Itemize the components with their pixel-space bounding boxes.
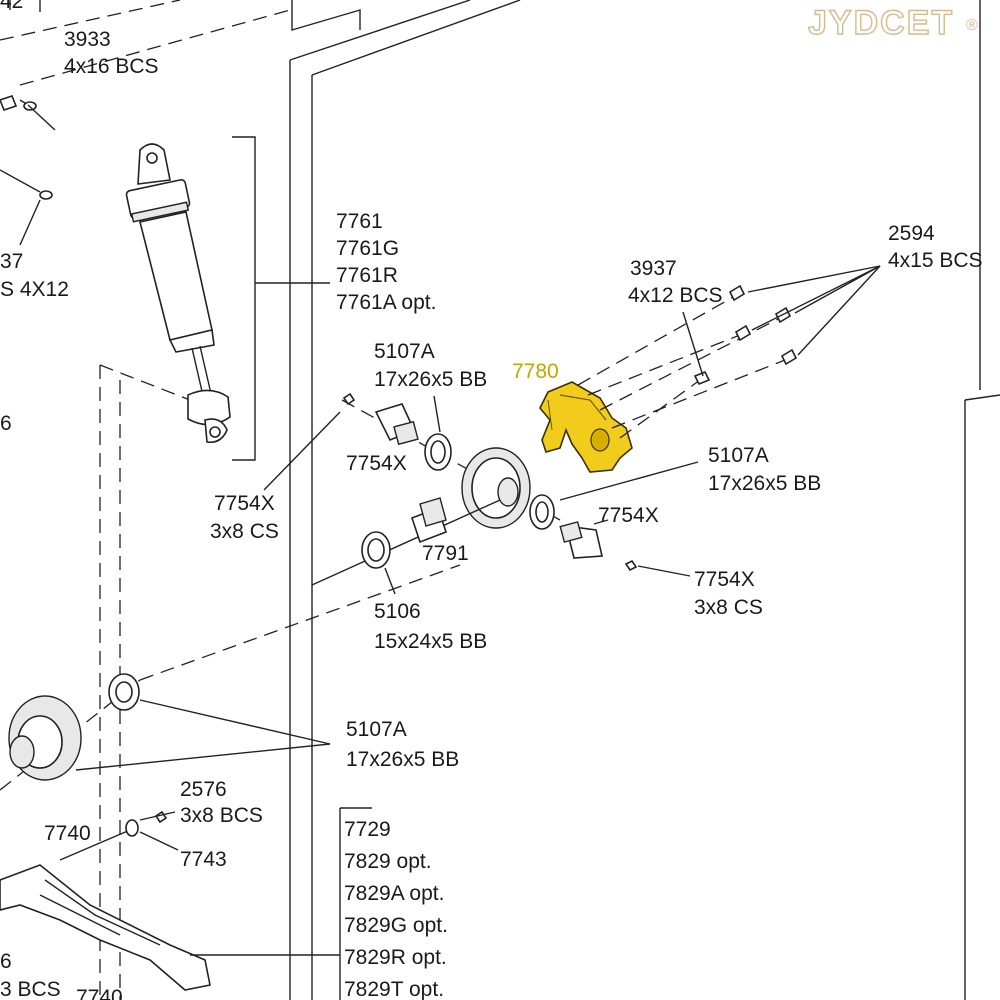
callout-7740: 7740 (44, 822, 91, 845)
callout-5107a-right-part: 5107A (708, 444, 769, 467)
callout-7754x-cs-right-part: 7754X (694, 568, 755, 591)
callout-2594-part: 2594 (888, 222, 935, 245)
bearing-bottom-leaders (75, 699, 331, 771)
callout-6-bottom-spec: 3 BCS (0, 978, 61, 1000)
callout-5107a-bottom-part: 5107A (346, 718, 407, 741)
callout-5106-spec: 15x24x5 BB (374, 630, 487, 653)
callout-3937-spec: 4x12 BCS (628, 284, 723, 307)
callout-7740-bottom: 7740 (76, 986, 123, 1000)
callout-7729-line6: 7829T opt. (344, 978, 444, 1000)
callout-5107a-right-spec: 17x26x5 BB (708, 472, 821, 495)
shock-absorber (125, 143, 231, 444)
callout-7743: 7743 (180, 848, 227, 871)
callout-7754x-cs-left-spec: 3x8 CS (210, 520, 279, 543)
pinion-group (311, 497, 501, 586)
callout-7761-line1: 7761 (336, 210, 383, 233)
shock-bracket-line (232, 136, 256, 461)
callout-7761-line3: 7761R (336, 264, 398, 287)
callout-7780: 7780 (512, 360, 559, 383)
callout-7729-line5: 7829R opt. (344, 946, 447, 969)
callout-7754x-cs-left-part: 7754X (214, 492, 275, 515)
callout-5107a-top-spec: 17x26x5 BB (374, 368, 487, 391)
callout-7729-line4: 7829G opt. (344, 914, 448, 937)
watermark-text: JYDCET (808, 4, 954, 42)
callout-3937-part: 3937 (630, 257, 677, 280)
callout-5106-part: 5106 (374, 600, 421, 623)
callout-7761-line4: 7761A opt. (336, 291, 436, 314)
leaders-2594-3937 (682, 265, 881, 377)
callout-2576-spec: 3x8 BCS (180, 804, 263, 827)
screws-top-left (0, 0, 56, 246)
callout-7761-line2: 7761G (336, 237, 399, 260)
callout-3933-spec: 4x16 BCS (64, 55, 159, 78)
callout-37-spec: S 4X12 (0, 278, 69, 301)
diff-leaders (263, 395, 699, 595)
callout-5107a-bottom-spec: 17x26x5 BB (346, 748, 459, 771)
suspension-arm (0, 807, 372, 1000)
callout-42: 42 (0, 0, 23, 13)
callout-7729-line1: 7729 (344, 818, 391, 841)
callout-2594-spec: 4x15 BCS (888, 249, 983, 272)
callout-7754x-cs-right-spec: 3x8 CS (694, 596, 763, 619)
gear-housing-7780 (539, 381, 633, 473)
callout-3933-part: 3933 (64, 28, 111, 51)
watermark-registered-mark: ® (966, 17, 978, 34)
callout-7791: 7791 (422, 542, 469, 565)
callout-5107a-top-part: 5107A (374, 340, 435, 363)
callout-6-bottom-part: 6 (0, 950, 12, 973)
callout-2576-part: 2576 (180, 778, 227, 801)
callout-7729-line3: 7829A opt. (344, 882, 444, 905)
spur-gear-group (0, 564, 461, 791)
differential-group (341, 392, 638, 572)
callout-37-part: 37 (0, 250, 23, 273)
callout-6: 6 (0, 412, 12, 435)
callout-7729-line2: 7829 opt. (344, 850, 432, 873)
watermark: JYDCET ® (807, 3, 978, 42)
callout-7754x-right: 7754X (598, 504, 659, 527)
callout-7754x-left: 7754X (346, 452, 407, 475)
